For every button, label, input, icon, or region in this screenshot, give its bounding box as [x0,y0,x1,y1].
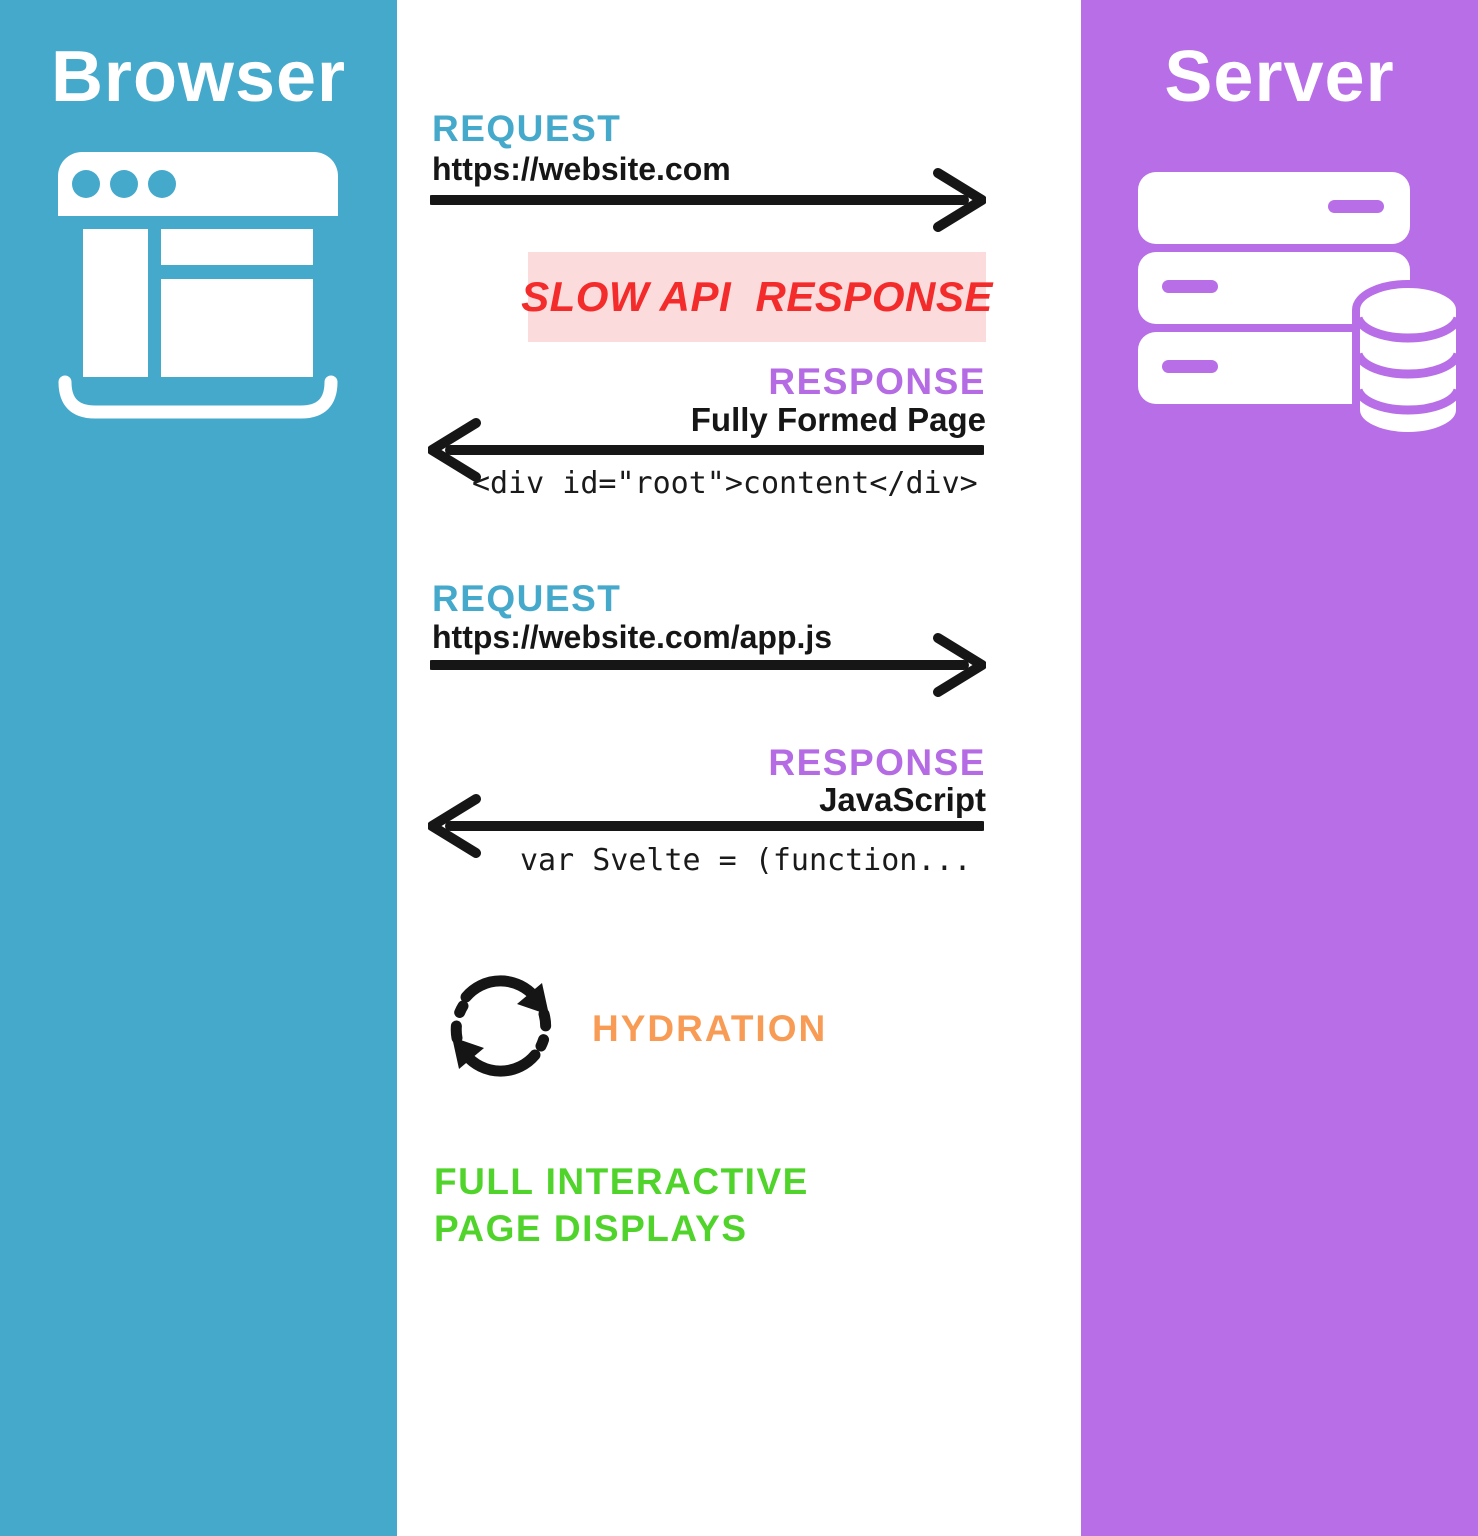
response2-code: var Svelte = (function... [520,843,972,878]
sync-refresh-icon [450,975,552,1077]
database-icon [1352,279,1464,441]
server-rack-icon [1138,172,1464,441]
response1-label: RESPONSE [768,361,986,402]
result-line1: FULL INTERACTIVE [434,1161,809,1202]
result-text: FULL INTERACTIVE PAGE DISPLAYS [434,1158,809,1252]
browser-panel-title: Browser [50,37,347,117]
response1-arrow-left-icon [428,418,984,482]
response2-label: RESPONSE [768,742,986,783]
response1-payload: Fully Formed Page [690,401,986,438]
browser-panel: Browser [0,0,397,1536]
request1-arrow-right-icon [430,168,986,232]
slow-api-banner-text: SLOW API RESPONSE [521,273,993,320]
response2-arrow-left-icon [428,794,984,858]
request1-url: https://website.com [432,151,731,187]
server-panel: Server [1081,0,1478,1536]
request1-label: REQUEST [432,108,622,149]
request2-label: REQUEST [432,578,622,619]
server-panel-title: Server [1164,37,1395,117]
result-line2: PAGE DISPLAYS [434,1208,748,1249]
request2-arrow-right-icon [430,633,986,697]
response2-payload: JavaScript [819,781,986,818]
response1-code: <div id="root">content</div> [472,466,978,501]
browser-window-icon [58,152,338,419]
slow-api-banner: SLOW API RESPONSE [521,252,992,342]
hydration-label: HYDRATION [592,1008,828,1049]
request2-url: https://website.com/app.js [432,619,833,655]
